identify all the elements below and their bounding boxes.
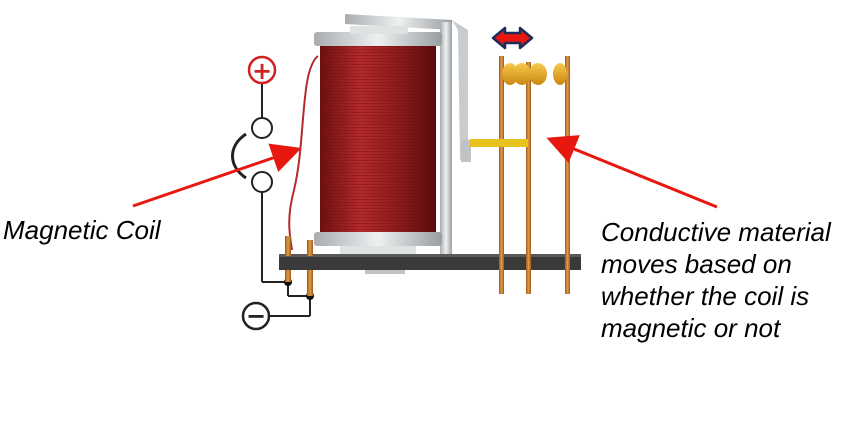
- double-arrow-icon: [491, 26, 534, 50]
- conductive-label-line: Conductive material: [601, 217, 831, 247]
- terminal-posts: [285, 236, 313, 296]
- conductive-label-line: moves based on: [601, 249, 792, 279]
- plus-circle-icon: +: [247, 55, 277, 85]
- coil-annotation-arrow: [132, 143, 302, 208]
- coil-assembly: [314, 26, 442, 254]
- conductive-label-line: magnetic or not: [601, 313, 781, 343]
- negative-symbol: −: [246, 302, 266, 330]
- conductive-annotation-arrow: [546, 135, 718, 209]
- minus-circle-icon: −: [241, 301, 271, 331]
- coil-label: Magnetic Coil: [3, 215, 161, 245]
- contact-points: [502, 63, 567, 85]
- contact-strips: [499, 56, 570, 294]
- switch-circuit: [231, 84, 314, 317]
- base-plate: [279, 254, 581, 274]
- coil-lead-wire: [288, 55, 319, 251]
- conductive-material-label: Conductive material moves based on wheth…: [601, 216, 831, 344]
- push-rod: [470, 139, 528, 147]
- armature-frame: [345, 14, 471, 254]
- positive-symbol: +: [252, 57, 272, 85]
- conductive-label-line: whether the coil is: [601, 281, 810, 311]
